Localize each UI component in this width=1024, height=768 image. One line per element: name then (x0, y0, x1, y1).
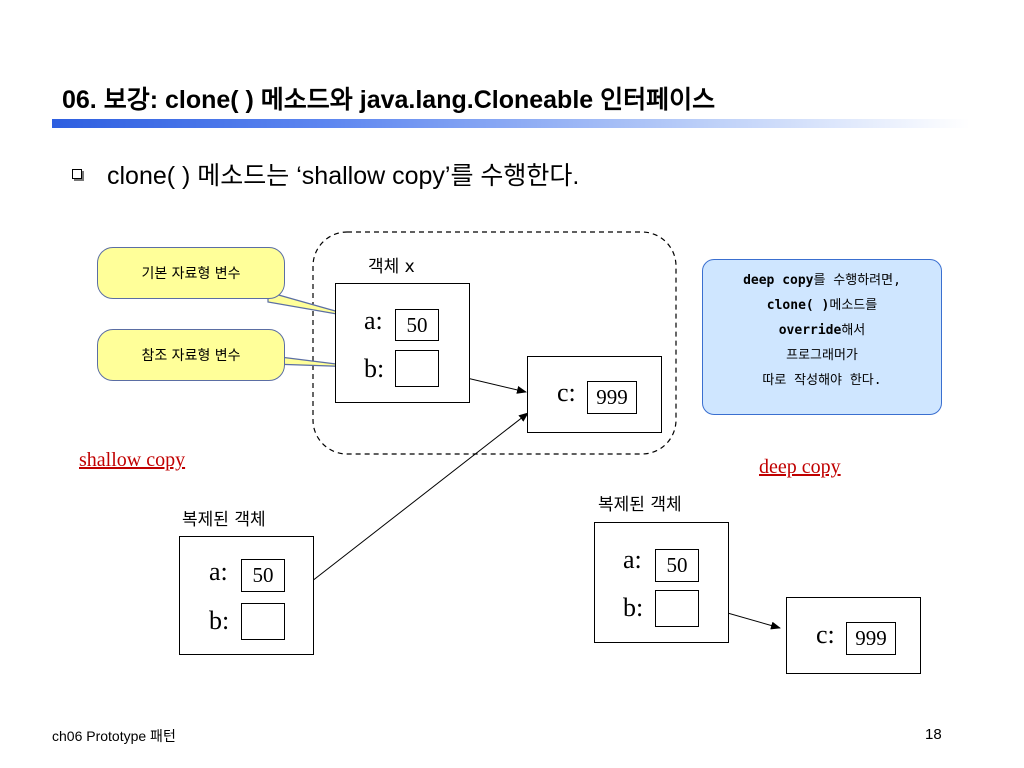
square-bullet-icon (72, 169, 82, 179)
callout-reference: 참조 자료형 변수 (97, 329, 285, 381)
footer-chapter-label: ch06 Prototype 패턴 (52, 728, 176, 744)
note-code-deep-copy: deep copy (743, 273, 814, 288)
note-line2-text: 메소드를 (829, 298, 878, 313)
note-line5: 따로 작성해야 한다. (762, 373, 882, 388)
original-c-label: c: (557, 378, 576, 407)
original-c-value: 999 (587, 381, 637, 414)
slide-title: 06. 보강: clone( ) 메소드와 java.lang.Cloneabl… (62, 86, 716, 114)
note-line3-text: 해서 (841, 323, 866, 338)
shallow-a-label: a: (209, 557, 228, 586)
title-underline-bar (52, 119, 970, 128)
shallow-clone-label: 복제된 객체 (182, 510, 266, 530)
deep-a-label: a: (623, 545, 642, 574)
original-a-value: 50 (395, 309, 439, 341)
shallow-a-value: 50 (241, 559, 285, 592)
bullet-text: clone( ) 메소드는 ‘shallow copy’를 수행한다. (107, 162, 580, 190)
original-b-label: b: (364, 354, 385, 383)
original-a-label: a: (364, 306, 383, 335)
page-number: 18 (925, 726, 942, 743)
original-c-object-box (527, 356, 662, 433)
note-line1-text: 를 수행하려면, (813, 273, 901, 288)
callout-reference-text: 참조 자료형 변수 (141, 348, 241, 364)
note-code-override: override (778, 323, 842, 338)
deep-copy-note: deep copy를 수행하려면, clone( )메소드를 override해… (702, 259, 942, 415)
original-b-ref-box (395, 350, 439, 387)
deep-c-label: c: (816, 620, 835, 649)
shallow-copy-link[interactable]: shallow copy (79, 449, 186, 471)
deep-copy-link[interactable]: deep copy (759, 456, 841, 478)
note-line4: 프로그래머가 (786, 348, 858, 363)
deep-a-value: 50 (655, 549, 699, 582)
object-x-dashed-boundary (312, 231, 677, 455)
shallow-b-ref-box (241, 603, 285, 640)
deep-b-ref-box (655, 590, 699, 627)
deep-clone-label: 복제된 객체 (598, 495, 682, 515)
note-code-clone: clone( ) (766, 298, 830, 313)
callout-primitive: 기본 자료형 변수 (97, 247, 285, 299)
original-object-label: 객체 x (368, 257, 415, 277)
deep-b-label: b: (623, 593, 644, 622)
callout-primitive-text: 기본 자료형 변수 (141, 266, 241, 282)
deep-c-value: 999 (846, 622, 896, 655)
shallow-b-label: b: (209, 606, 230, 635)
